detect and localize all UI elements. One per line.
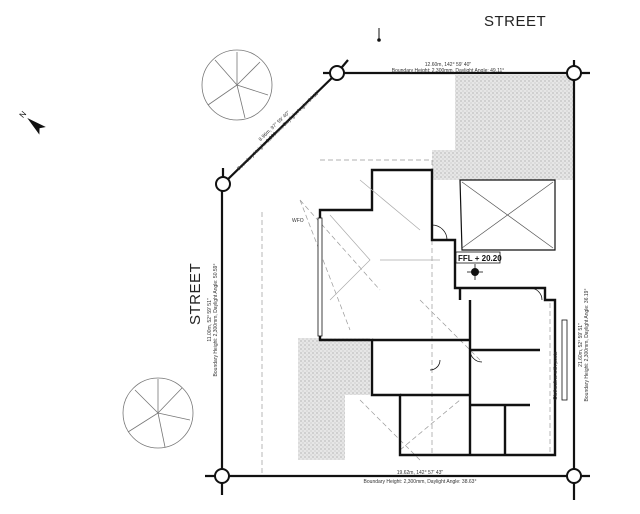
boundary-right-detail: Boundary Height: 2,300mm, Daylight Angle…: [584, 289, 590, 402]
svg-text:N: N: [18, 109, 29, 119]
boundary-left-bearing: 11.00m, 52° 59' 51": [207, 298, 213, 342]
boundary-peg-icons: [214, 65, 582, 484]
street-label-left: STREET: [187, 263, 204, 325]
street-label-top: STREET: [484, 13, 546, 30]
driveway-area: [432, 75, 573, 180]
wfo-label: WFO: [292, 218, 304, 224]
garden-area-left: [298, 338, 370, 460]
door-swings: [429, 224, 543, 371]
boundary-bottom-bearing: 19.62m, 142° 57' 43": [397, 470, 444, 476]
boundary-top-bearing: 12.60m, 142° 59' 40": [425, 62, 472, 68]
tree-icon: [122, 377, 194, 449]
setback-lines: [261, 159, 551, 474]
clothesline-label: Clothesline with posts: [553, 351, 559, 400]
boundary-diagonal-detail: Boundary Height: 2,300mm, Daylight Angle…: [236, 89, 321, 171]
glazing-wall: [317, 217, 323, 337]
north-marker-icon: [377, 28, 381, 42]
clothesline-posts: [561, 319, 568, 401]
boundary-left-detail: Boundary Height: 2,300mm, Daylight Angle…: [213, 264, 219, 377]
house-outline: [318, 168, 557, 457]
tree-icon: [201, 49, 273, 121]
survey-datum-icon: [467, 264, 483, 280]
boundary-right-bearing: 21.60m, 52° 59' 51": [578, 323, 584, 367]
ffl-label: FFL + 20.20: [458, 254, 502, 263]
garage-roof-lines: [461, 181, 554, 249]
boundary-bottom-detail: Boundary Height: 2,300mm, Daylight Angle…: [364, 479, 477, 485]
boundary-top-detail: Boundary Height: 2,300mm, Daylight Angle…: [392, 68, 505, 74]
ffl-label-box: [455, 251, 501, 264]
roof-ridge-lines: [329, 179, 440, 301]
north-arrow-icon: N: [18, 109, 46, 135]
